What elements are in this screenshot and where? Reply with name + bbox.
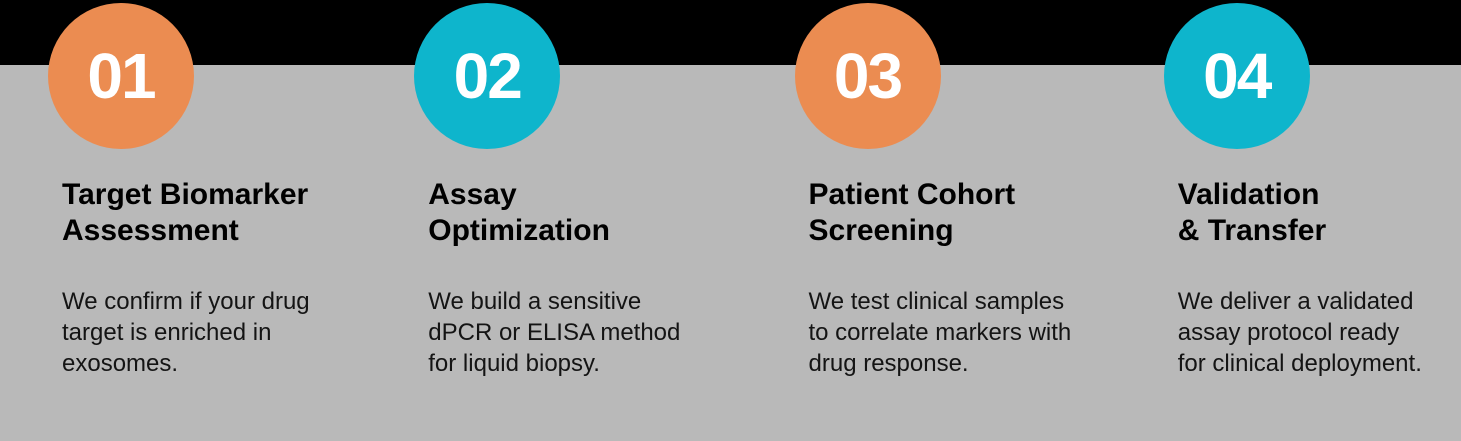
step-3-number: 03 [833, 40, 903, 112]
step-4-number: 04 [1203, 40, 1272, 112]
step-1-number: 01 [87, 40, 156, 112]
step-4: 04 Validation & Transfer We deliver a va… [1096, 3, 1461, 379]
step-1-description: We confirm if your drug target is enrich… [62, 288, 310, 377]
step-4-description: We deliver a validated assay protocol re… [1177, 288, 1422, 377]
step-2: 02 Assay Optimization We build a sensiti… [365, 3, 730, 379]
step-2-title: Assay Optimization [428, 178, 610, 247]
step-1-title: Target Biomarker Assessment [62, 178, 309, 247]
step-2-number: 02 [453, 40, 523, 112]
steps-row: 01 Target Biomarker Assessment We confir… [0, 3, 1461, 379]
step-4-number-badge: 04 [1163, 3, 1310, 149]
step-3-title: Patient Cohort Screening [808, 178, 1016, 247]
step-1: 01 Target Biomarker Assessment We confir… [0, 3, 365, 379]
step-3-number-badge: 03 [794, 3, 941, 149]
step-1-number-badge: 01 [48, 3, 194, 149]
step-2-description: We build a sensitive dPCR or ELISA metho… [428, 288, 681, 377]
step-3-description: We test clinical samples to correlate ma… [808, 288, 1072, 377]
step-2-number-badge: 02 [414, 3, 561, 149]
step-4-title: Validation & Transfer [1177, 178, 1327, 247]
step-3: 03 Patient Cohort Screening We test clin… [731, 3, 1096, 379]
